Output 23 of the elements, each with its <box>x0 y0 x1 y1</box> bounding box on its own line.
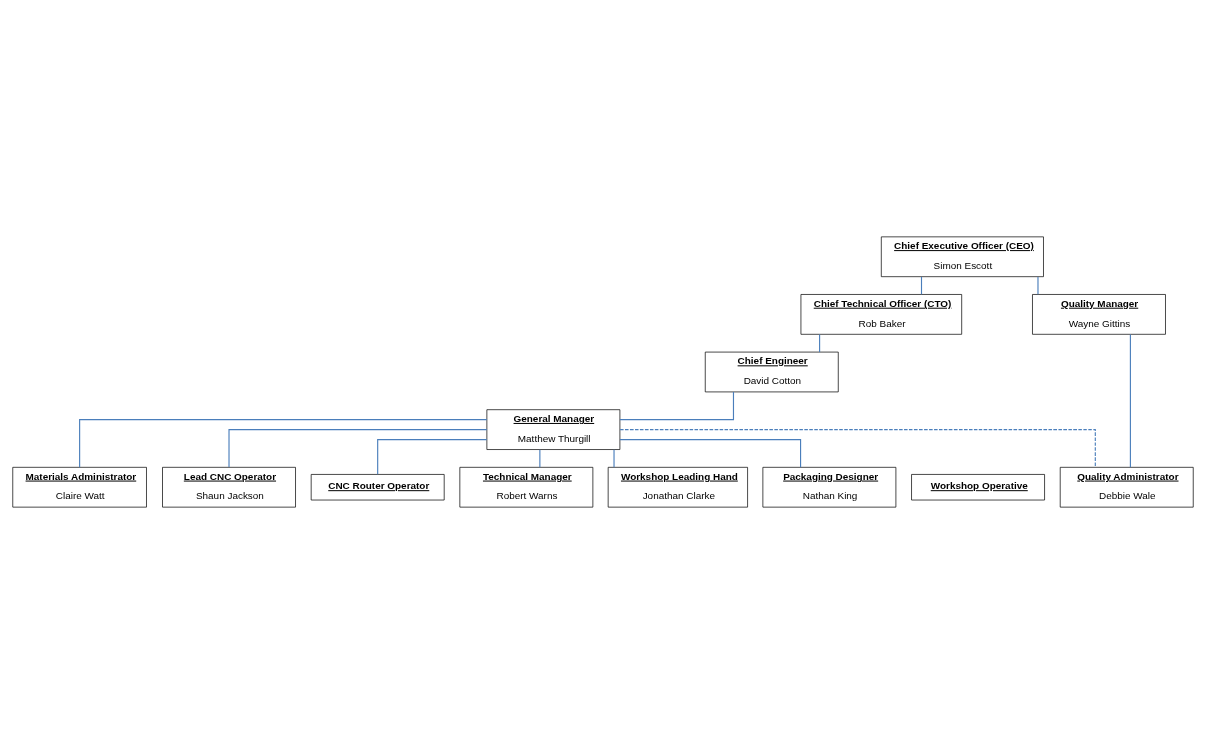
node-box: Quality Manager Wayne Gittins <box>1032 294 1166 335</box>
connector <box>539 449 541 468</box>
connector <box>1129 334 1131 468</box>
connector <box>619 429 1096 468</box>
node-box: Packaging Designer Nathan King <box>762 466 897 508</box>
node-box: Technical Manager Robert Warns <box>459 466 594 508</box>
node-box: Quality Administrator Debbie Wale <box>1059 466 1194 508</box>
connector <box>613 449 615 468</box>
node-box: CNC Router Operator <box>310 474 445 501</box>
node-box: Chief Engineer David Cotton <box>704 351 839 393</box>
connector <box>377 439 488 475</box>
connector <box>619 439 802 468</box>
node-box: Chief Executive Officer (CEO) Simon Escott <box>880 236 1044 278</box>
node-box: General Manager Matthew Thurgill <box>486 409 621 450</box>
node-box: Workshop Leading Hand Jonathan Clarke <box>607 466 748 508</box>
connector <box>228 429 488 468</box>
node-box: Workshop Operative <box>911 474 1045 501</box>
node-box: Chief Technical Officer (CTO) Rob Baker <box>800 294 963 335</box>
connector <box>1037 276 1039 295</box>
node-box: Lead CNC Operator Shaun Jackson <box>162 466 296 508</box>
connector <box>79 419 488 468</box>
node-box: Materials Administrator Claire Watt <box>12 466 147 508</box>
connector <box>619 391 735 421</box>
